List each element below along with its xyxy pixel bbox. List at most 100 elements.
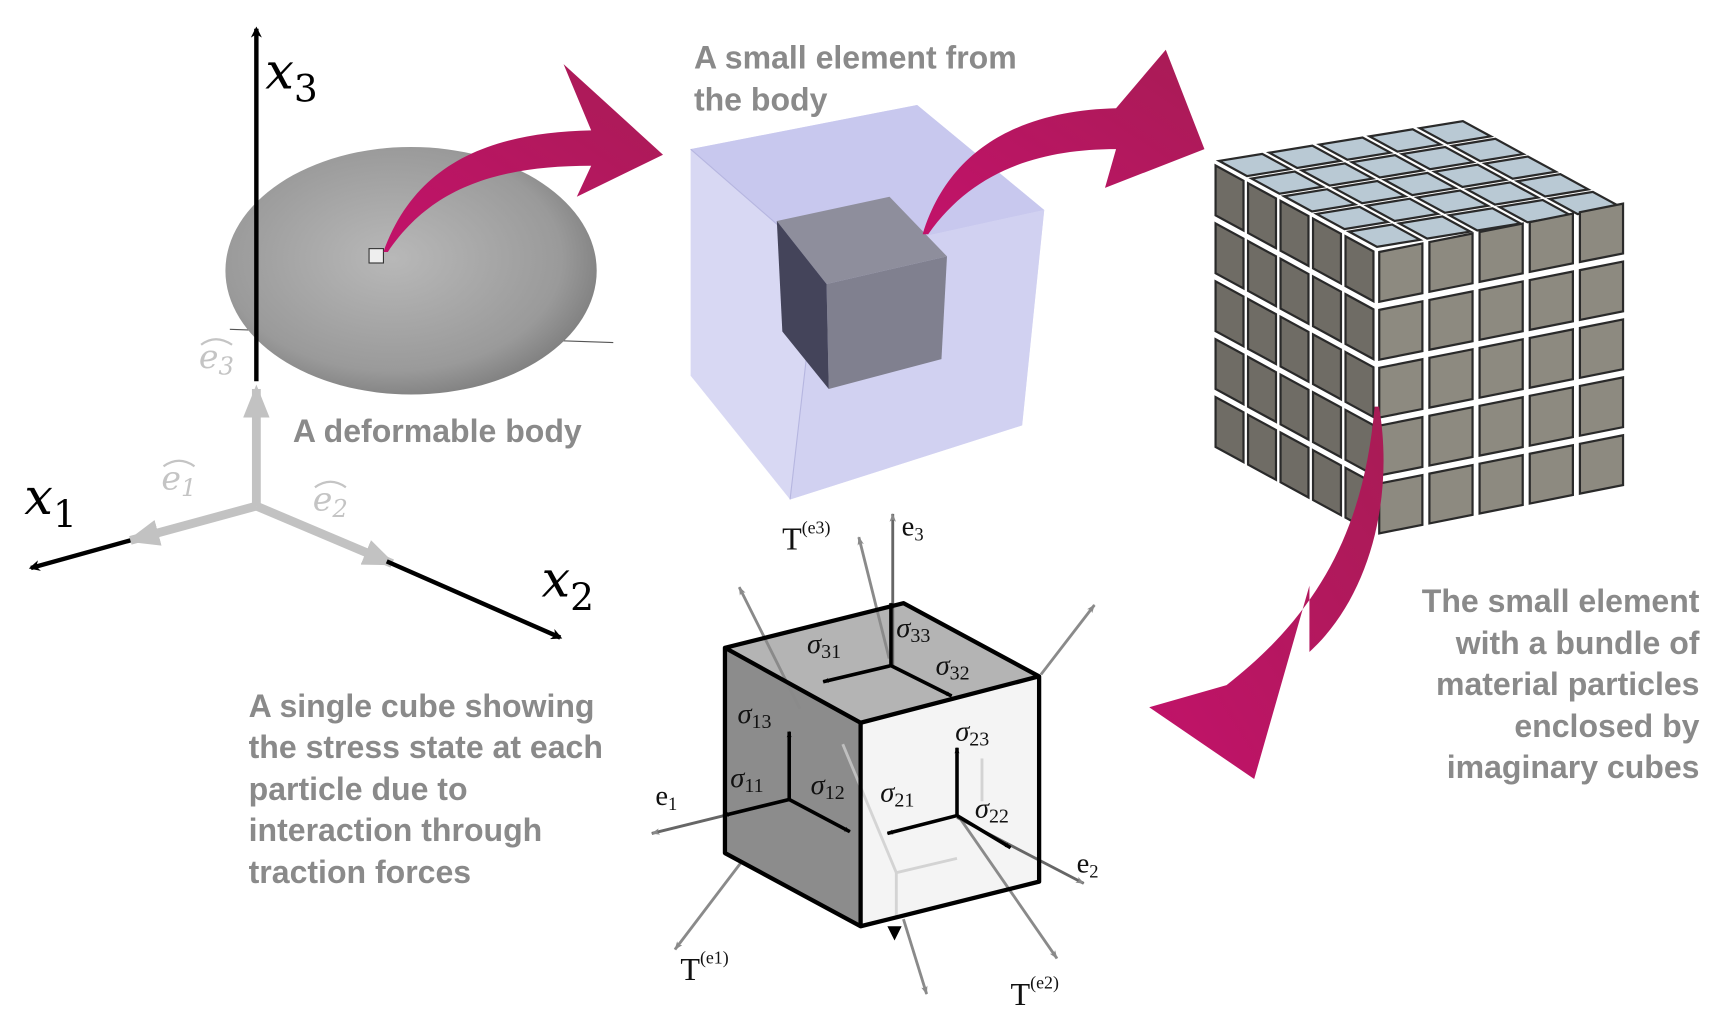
caption-particles-line2: with a bundle of xyxy=(1455,625,1700,661)
particle-cube-front xyxy=(1528,443,1574,505)
particle-cube-left xyxy=(1279,430,1310,500)
sigma11-arrow xyxy=(722,797,790,818)
x2-label: x2 xyxy=(541,550,594,619)
magenta-arrow-body-to-element xyxy=(383,64,663,252)
particle-cube-left xyxy=(1214,337,1245,407)
particle-cube-left xyxy=(1214,221,1245,291)
particle-cube-top xyxy=(1395,215,1474,240)
particle-cube-top xyxy=(1215,152,1294,178)
traction-minus-e2-arrow xyxy=(1039,604,1096,676)
particle-cube-top xyxy=(1345,223,1424,248)
traction-minus-e1-arrow xyxy=(737,586,802,710)
particle-cube-top xyxy=(1513,173,1592,198)
caption-stress-line4: interaction through xyxy=(249,812,543,848)
particle-cube-top xyxy=(1448,137,1527,163)
particle-cube-front xyxy=(1428,405,1474,467)
particle-cube-top xyxy=(1348,154,1427,179)
particle-cube-left xyxy=(1214,279,1245,349)
particle-cube-front xyxy=(1428,347,1474,409)
particle-cube-front xyxy=(1478,395,1524,457)
sigma11-label: σ11 xyxy=(730,763,763,797)
particle-cube-front xyxy=(1378,299,1424,362)
particle-cube-top xyxy=(1248,170,1327,195)
caption-small-element-line2: the body xyxy=(694,82,828,118)
particle-cube-top xyxy=(1313,205,1391,231)
particle-cube-top xyxy=(1363,197,1442,223)
e1-label: e1 xyxy=(655,781,677,815)
particle-cube-stack xyxy=(1214,119,1625,535)
particle-cube-front xyxy=(1428,290,1474,352)
sigma33-label: σ33 xyxy=(896,613,930,647)
particle-cube-top xyxy=(1330,179,1409,205)
particle-cube-front xyxy=(1528,385,1574,447)
sigma31-arrow xyxy=(822,663,892,684)
caption-particles-line5: imaginary cubes xyxy=(1447,749,1700,785)
particle-cube-left xyxy=(1279,256,1310,326)
particle-cube-left xyxy=(1214,395,1245,464)
stress-cube: σ11 σ12 σ13 σ21 σ22 σ23 σ31 σ32 σ33 e1 e… xyxy=(651,511,1099,1012)
stress-cube-front-face xyxy=(860,676,1040,927)
particle-cube-front xyxy=(1428,232,1474,294)
particle-cube-top xyxy=(1381,171,1459,197)
e3-hat-label: e3 xyxy=(199,337,234,381)
magenta-arrow-particles-to-stress-cube xyxy=(1149,406,1384,780)
particle-cube-top xyxy=(1316,136,1394,161)
particle-cube-front xyxy=(1478,337,1524,400)
stress-cube-top-face xyxy=(724,603,1040,723)
caption-deformable-body: A deformable body xyxy=(293,413,582,449)
particle-cube-top xyxy=(1366,128,1445,153)
sigma13-label: σ13 xyxy=(737,699,771,733)
particle-cube-top xyxy=(1416,119,1495,145)
particle-cube-front xyxy=(1478,222,1524,284)
particle-cube-top xyxy=(1280,188,1359,213)
particle-cube-left xyxy=(1311,332,1343,402)
particle-cube-top xyxy=(1431,163,1509,189)
caption-particles: The small element with a bundle of mater… xyxy=(1422,583,1700,785)
particle-cube-left xyxy=(1214,163,1245,233)
caption-particles-line1: The small element xyxy=(1422,583,1700,619)
particle-cube-top xyxy=(1481,155,1560,180)
particle-cube-left xyxy=(1311,390,1343,460)
sigma21-label: σ21 xyxy=(880,777,914,811)
caption-small-element-line1: A small element from xyxy=(694,40,1017,76)
magenta-arrow-element-to-particles xyxy=(922,49,1205,235)
particle-cube-front xyxy=(1578,318,1625,380)
traction-e1-arrow xyxy=(673,859,744,951)
particle-cube-left xyxy=(1279,372,1310,442)
e1-hat-label: e1 xyxy=(161,459,196,503)
particle-cube-top xyxy=(1265,144,1344,170)
caption-stress: A single cube showing the stress state a… xyxy=(249,688,603,890)
traction-e3-label: T(e3) xyxy=(782,518,830,557)
sigma23-label: σ23 xyxy=(955,717,989,751)
x3-label: x3 xyxy=(265,41,318,110)
particle-cube-front xyxy=(1378,242,1424,304)
particle-cube-front xyxy=(1578,202,1625,264)
e2-label: e2 xyxy=(1077,849,1099,883)
caption-particles-line4: enclosed by xyxy=(1514,708,1699,744)
particle-cube-front xyxy=(1478,280,1524,342)
small-element-marker xyxy=(368,248,384,264)
particle-cube-top xyxy=(1298,162,1377,187)
particle-cube-front xyxy=(1578,376,1625,438)
particle-cube-front xyxy=(1478,453,1524,515)
particle-cube-left xyxy=(1344,350,1375,419)
traction-e2-label: T(e2) xyxy=(1011,973,1059,1012)
particle-cube-front xyxy=(1578,260,1625,322)
e1-basis-arrow xyxy=(126,501,258,546)
particle-cube-left xyxy=(1311,274,1343,344)
sigma12-label: σ12 xyxy=(811,770,845,804)
e2-hat-label: e2 xyxy=(313,480,348,524)
caption-stress-line5: traction forces xyxy=(249,854,472,890)
particle-cube-front xyxy=(1428,463,1474,525)
particle-cube-top xyxy=(1463,181,1542,206)
caption-stress-line1: A single cube showing xyxy=(249,688,595,724)
particle-cube-left xyxy=(1246,412,1278,482)
x2-axis xyxy=(385,559,563,640)
sigma12-arrow xyxy=(788,797,851,834)
sigma32-label: σ32 xyxy=(936,651,970,685)
stress-cube-left-face xyxy=(724,647,861,927)
particle-cube-top xyxy=(1413,189,1492,214)
caption-stress-line2: the stress state at each xyxy=(249,729,603,765)
deformable-body xyxy=(225,146,614,395)
